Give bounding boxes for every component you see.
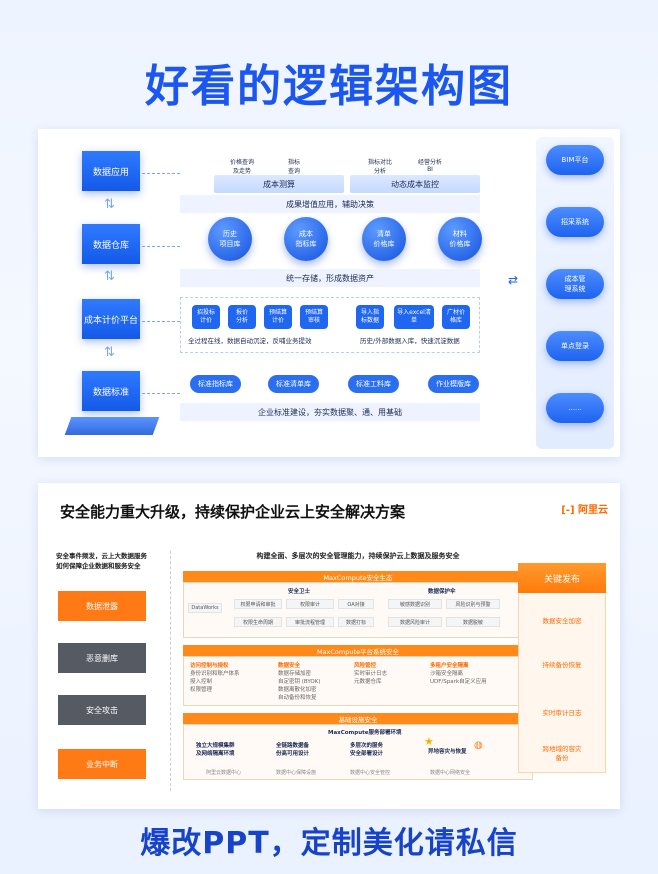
label-index-query: 指标 查询: [288, 159, 301, 175]
cell-perm-audit: 权限审计: [286, 599, 334, 609]
cell-perm-lifecycle: 权限生命周期: [234, 617, 282, 627]
caption-online-process: 全过程在线，数据自动沉淀，反哺业务提效: [188, 337, 312, 345]
release-panel: [518, 563, 606, 773]
infra-title: MaxCompute服务部署环境: [328, 730, 402, 736]
platform-panel: [180, 297, 480, 353]
left-question: 安全事件频发，云上大数据服务 如何保障企业数据和服务安全: [56, 552, 147, 570]
connector-line: [142, 173, 180, 174]
platform-base: [64, 417, 160, 435]
sec-col-isolation: 多租户安全隔离 沙箱安全隔离 UDF/Spark自定义应用: [430, 663, 487, 685]
label-bi: 经营分析 BI: [418, 159, 443, 173]
release-dr: 跨地域的容灾 备份: [542, 745, 582, 762]
band-unified-storage: 统一存储，形成数据资产: [180, 269, 480, 287]
tile-material-lib: 广材价 格库: [442, 305, 470, 329]
label-price-query: 价格查询 及走势: [230, 159, 255, 175]
cell-sensitive-detect: 敏感数据识别: [388, 599, 442, 609]
up-down-arrow-icon: ⇅: [104, 269, 115, 284]
cell-risk-audit: 数据风险审计: [388, 617, 442, 627]
bottom-control: 数据中心安全管控: [350, 770, 391, 776]
connector-line: [142, 321, 180, 322]
sec-col-access: 访问控制与授权 身份识别和账户体系 授入控制 权限管理: [190, 663, 240, 693]
divider: [170, 551, 171, 791]
ball-bill-price: 清单 价格库: [362, 217, 406, 261]
button-procurement[interactable]: 招采系统: [546, 207, 604, 237]
star-icon: ★: [424, 735, 434, 748]
globe-icon: ◍: [474, 740, 483, 751]
bar-platform-security: MaxCompute平台系统安全: [183, 645, 533, 656]
panel-ecosystem: [183, 582, 533, 638]
sec-col-risk: 风险管控 实时审计日志 元数据仓库: [354, 663, 388, 685]
tile-quote-analysis: 报价 分析: [228, 305, 256, 329]
button-more[interactable]: ......: [546, 393, 604, 423]
release-title: 关键发布: [518, 563, 606, 593]
button-cost-mgmt[interactable]: 成本管 理系统: [546, 269, 604, 299]
button-bim-platform[interactable]: BIM平台: [546, 145, 604, 175]
layer-cost-estimate: 成本测算: [214, 175, 344, 193]
tile-import-excel: 导入excel清 单: [394, 305, 434, 329]
panel-platform-security: [183, 656, 533, 706]
label-security-guard: 安全卫士: [288, 589, 311, 595]
bar-ecosystem: MaxCompute安全生态: [183, 571, 533, 582]
infra-disaster: 异地容灾与恢复: [428, 749, 467, 755]
bottom-network: 数据中心网络安全: [430, 770, 471, 776]
cell-risk-warning: 风险识别与预警: [446, 599, 500, 609]
band-enterprise-standard: 企业标准建设，夯实数据聚、通、用基础: [180, 403, 480, 421]
left-box-data-standard: 数据标准: [82, 371, 140, 411]
left-box-data-apps: 数据应用: [82, 151, 140, 191]
cell-tagging: 数据打标: [338, 617, 374, 627]
cell-dataworks: DataWorks: [188, 603, 222, 613]
pill-template-lib: 作业模版库: [428, 375, 479, 393]
cell-perm-apply: 权限申请和审批: [234, 599, 282, 609]
pill-standard-material: 标准工料库: [348, 375, 399, 393]
connector-line: [142, 246, 180, 247]
bottom-facility: 数据中心保障设施: [276, 770, 317, 776]
label-index-compare: 指标对比 分析: [368, 159, 393, 175]
release-audit: 实时审计日志: [542, 709, 582, 717]
pill-standard-index: 标准指标库: [190, 375, 241, 393]
risk-malicious-delete: 恶意删库: [58, 643, 146, 673]
up-down-arrow-icon: ⇅: [104, 345, 115, 360]
cell-approval-flow: 审批流程管理: [286, 617, 334, 627]
ball-history-project: 历史 项目库: [208, 217, 252, 261]
tile-import-index: 导入指 标数据: [356, 305, 384, 329]
ball-cost-index: 成本 指标库: [284, 217, 328, 261]
infra-cluster: 独立大规模集群 及网络隔离环境: [196, 743, 235, 757]
release-encrypt: 数据安全加密: [542, 617, 582, 625]
architecture-slide-2: 安全能力重大升级，持续保护企业云上安全解决方案 [-] 阿里云 安全事件频发，云…: [38, 483, 620, 809]
cell-masking: 数据脱敏: [446, 617, 500, 627]
tile-bid-pricing: 招投标 计价: [192, 305, 220, 329]
aliyun-logo: [-] 阿里云: [561, 505, 608, 516]
sec-col-data: 数据安全 数据存储加密 自定密钥 (BYOK) 数据离散化加密 自动备份和恢复: [278, 663, 321, 701]
page-title: 好看的逻辑架构图: [145, 61, 513, 112]
slide2-headline: 安全能力重大升级，持续保护企业云上安全解决方案: [60, 503, 406, 521]
risk-interruption: 业务中断: [58, 749, 146, 779]
connector-line: [142, 393, 180, 394]
bottom-dc: 阿里云数据中心: [206, 770, 242, 776]
tile-settlement-review: 预结算 审核: [300, 305, 328, 329]
panel-infrastructure: [183, 724, 533, 780]
button-sso[interactable]: 单点登录: [546, 331, 604, 361]
risk-attack: 安全攻击: [58, 695, 146, 725]
release-backup: 持续备份恢复: [542, 661, 582, 669]
slide2-subtitle: 构建全面、多层次的安全管理能力，持续保护云上数据及服务安全: [256, 552, 460, 560]
cell-oa: OA对接: [338, 599, 374, 609]
caption-history-import: 历史/外部数据入库，快速沉淀数据: [360, 337, 460, 345]
risk-data-leak: 数据泄露: [58, 591, 146, 621]
layer-dynamic-monitor: 动态成本监控: [350, 175, 480, 193]
ball-material-price: 材料 价格库: [438, 217, 482, 261]
pill-standard-bill: 标准清单库: [268, 375, 319, 393]
footer-cta: 爆改PPT，定制美化请私信: [140, 826, 518, 861]
infra-deploy: 多层次的服务 安全部署设计: [350, 743, 384, 757]
left-box-data-warehouse: 数据仓库: [82, 224, 140, 264]
band-value-added: 成果增值应用，辅助决策: [180, 195, 480, 213]
infra-backup: 全链路数据备 份高可用设计: [276, 743, 310, 757]
bar-infrastructure: 基础设施安全: [183, 713, 533, 724]
up-down-arrow-icon: ⇅: [104, 197, 115, 212]
exchange-arrow-icon: ⇄: [508, 273, 519, 287]
architecture-slide-1: 数据应用 ⇅ 数据仓库 ⇅ 成本计价平台 ⇅ 数据标准 价格查询 及走势 指标 …: [38, 129, 620, 457]
tile-settlement-pricing: 预结算 计价: [264, 305, 292, 329]
left-box-cost-platform: 成本计价平台: [82, 299, 140, 339]
label-data-protect: 数据保护伞: [428, 589, 456, 595]
